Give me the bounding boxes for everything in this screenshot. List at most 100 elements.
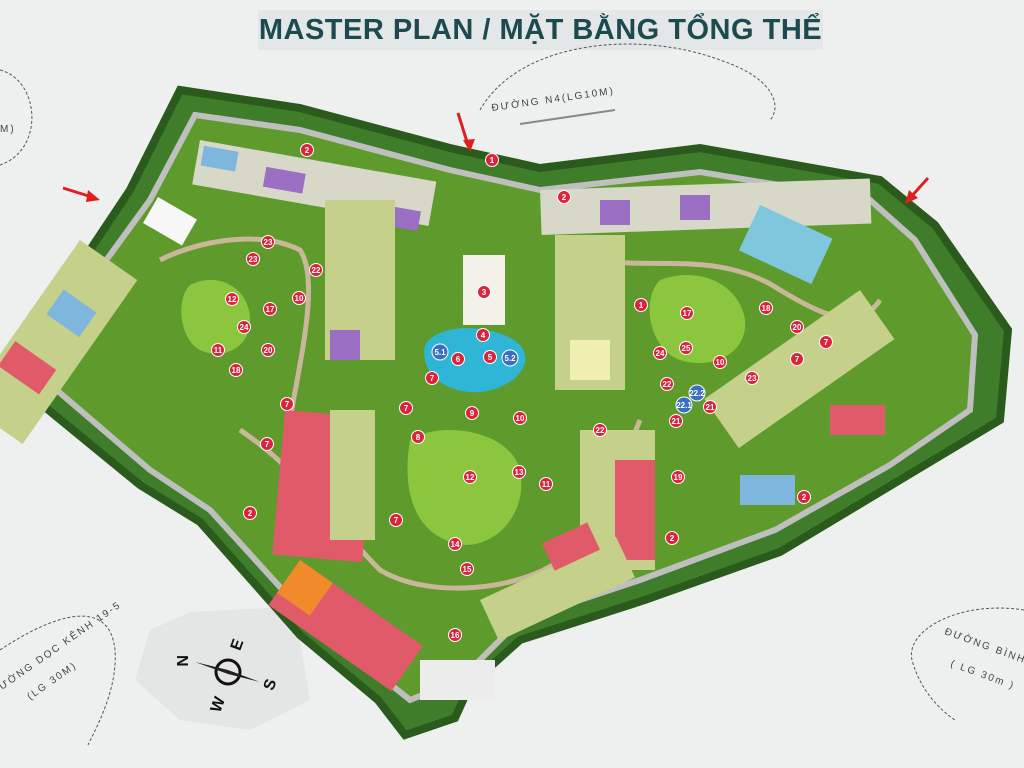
amenity-marker: 12 — [225, 292, 239, 306]
amenity-marker: 2 — [665, 531, 679, 545]
amenity-marker-label: 7 — [795, 355, 800, 364]
amenity-marker: 7 — [819, 335, 833, 349]
amenity-marker-label: 2 — [248, 509, 253, 518]
amenity-marker-label: 13 — [515, 468, 524, 477]
amenity-marker-label: 8 — [416, 433, 421, 442]
amenity-marker: 22.2 — [688, 384, 706, 402]
amenity-marker-label: 21 — [706, 403, 715, 412]
amenity-marker-label: 1 — [490, 156, 495, 165]
amenity-marker: 22.1 — [675, 396, 693, 414]
amenity-marker-label: 2 — [802, 493, 807, 502]
amenity-marker: 2 — [557, 190, 571, 204]
amenity-marker: 18 — [759, 301, 773, 315]
swimming-pool — [424, 328, 526, 393]
amenity-marker: 7 — [399, 401, 413, 415]
amenity-marker-label: 7 — [824, 338, 829, 347]
amenity-marker-label: 9 — [470, 409, 475, 418]
road-curve-north — [479, 43, 776, 121]
amenity-marker: 4 — [476, 328, 490, 342]
amenity-marker: 20 — [261, 343, 275, 357]
amenity-marker-label: 18 — [232, 366, 241, 375]
amenity-marker: 3 — [477, 285, 491, 299]
amenity-marker-label: 21 — [672, 417, 681, 426]
amenity-marker: 6 — [451, 352, 465, 366]
amenity-marker: 12 — [463, 470, 477, 484]
amenity-marker-label: 2 — [305, 146, 310, 155]
entrance-arrow-icon — [456, 112, 475, 152]
amenity-marker: 7 — [389, 513, 403, 527]
amenity-marker-label: 12 — [466, 473, 475, 482]
amenity-marker: 17 — [680, 306, 694, 320]
amenity-marker: 2 — [243, 506, 257, 520]
amenity-marker-label: 18 — [762, 304, 771, 313]
amenity-marker-label: 11 — [542, 480, 551, 489]
amenity-marker-label: 23 — [748, 374, 757, 383]
amenity-marker: 10 — [713, 355, 727, 369]
amenity-marker-label: 16 — [451, 631, 460, 640]
amenity-marker: 18 — [229, 363, 243, 377]
amenity-marker-label: 7 — [285, 400, 290, 409]
amenity-marker: 5 — [483, 350, 497, 364]
amenity-marker: 14 — [448, 537, 462, 551]
compass-n: N — [173, 655, 190, 667]
amenity-marker-label: 5.2 — [504, 354, 516, 363]
amenity-marker: 1 — [634, 298, 648, 312]
amenity-marker: 5.1 — [431, 343, 449, 361]
road-label-top-left: M) — [0, 124, 16, 135]
amenity-marker-label: 7 — [394, 516, 399, 525]
amenity-marker-label: 22.2 — [689, 389, 705, 398]
amenity-marker-label: 20 — [264, 346, 273, 355]
building-blocks — [0, 140, 895, 700]
amenity-marker-label: 19 — [674, 473, 683, 482]
amenity-marker-label: 22.1 — [676, 401, 692, 410]
park-path — [158, 236, 312, 421]
amenity-markers: 1223455.15.26789101112131415167722217181… — [211, 143, 833, 642]
amenity-marker-label: 7 — [404, 404, 409, 413]
amenity-marker: 25 — [679, 341, 693, 355]
amenity-marker-label: 7 — [265, 440, 270, 449]
amenity-marker: 7 — [425, 371, 439, 385]
amenity-marker-label: 14 — [451, 540, 460, 549]
amenity-marker-label: 6 — [456, 355, 461, 364]
amenity-marker: 22 — [309, 263, 323, 277]
amenity-marker: 20 — [790, 320, 804, 334]
amenity-marker-label: 10 — [716, 358, 725, 367]
amenity-marker-label: 17 — [683, 309, 692, 318]
amenity-marker-label: 1 — [639, 301, 644, 310]
east-lawn — [649, 274, 746, 364]
amenity-marker: 11 — [211, 343, 225, 357]
amenity-marker: 21 — [703, 400, 717, 414]
amenity-marker-label: 23 — [264, 238, 273, 247]
amenity-marker-label: 10 — [516, 414, 525, 423]
amenity-marker-label: 3 — [482, 288, 487, 297]
amenity-marker: 1 — [485, 153, 499, 167]
amenity-marker: 2 — [797, 490, 811, 504]
amenity-marker: 13 — [512, 465, 526, 479]
amenity-marker-label: 12 — [228, 295, 237, 304]
amenity-marker: 15 — [460, 562, 474, 576]
amenity-marker-label: 5 — [488, 353, 493, 362]
amenity-marker-label: 23 — [249, 255, 258, 264]
amenity-marker: 22 — [593, 423, 607, 437]
entrance-arrow-icon — [62, 186, 100, 202]
amenity-marker: 24 — [237, 320, 251, 334]
amenity-marker: 19 — [671, 470, 685, 484]
amenity-marker-label: 20 — [793, 323, 802, 332]
amenity-marker: 23 — [745, 371, 759, 385]
road-arrow-north — [519, 109, 616, 125]
amenity-marker-label: 2 — [670, 534, 675, 543]
road-curve-south-east — [910, 607, 1024, 721]
amenity-marker: 2 — [300, 143, 314, 157]
amenity-marker-label: 4 — [481, 331, 486, 340]
amenity-marker: 7 — [790, 352, 804, 366]
entrance-arrow-icon — [905, 176, 930, 204]
amenity-marker-label: 22 — [596, 426, 605, 435]
amenity-marker-label: 11 — [214, 346, 223, 355]
amenity-marker: 23 — [246, 252, 260, 266]
amenity-marker: 11 — [539, 477, 553, 491]
amenity-marker: 9 — [465, 406, 479, 420]
road-label-south-east-2: ( LG 30m ) — [949, 658, 1016, 692]
amenity-marker: 16 — [448, 628, 462, 642]
amenity-marker: 21 — [669, 414, 683, 428]
